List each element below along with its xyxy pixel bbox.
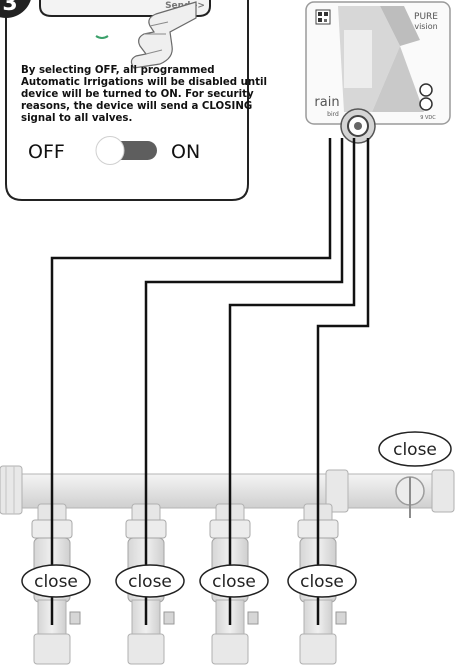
controller-device: PURE vision rain bird 9 VDC — [306, 2, 450, 143]
valve-callout-1: close — [22, 565, 90, 597]
valve-callout-2: close — [116, 565, 184, 597]
toggle-on-label: ON — [171, 141, 200, 163]
valve-callout-3: close — [200, 565, 268, 597]
logo-text: rain — [314, 95, 339, 110]
device-connector — [341, 109, 375, 143]
valve-callout-4: close — [288, 565, 356, 597]
valve-label-1: close — [34, 572, 78, 592]
wire-1 — [52, 138, 330, 625]
brand-line-1: PURE — [414, 12, 438, 22]
logo-subtext: bird — [327, 111, 339, 118]
note-line-1: By selecting OFF, all programmed — [21, 65, 215, 76]
phone-screen: 3 Send -> By selecting OFF, all programm… — [0, 0, 267, 200]
note-line-3: device will be turned to ON. For securit… — [21, 89, 254, 100]
step-number: 3 — [2, 0, 17, 16]
brand-line-2: vision — [414, 22, 437, 31]
device-button-1[interactable] — [420, 84, 432, 96]
note-line-2: Automatic Irrigations will be disabled u… — [21, 77, 267, 88]
valve-label-3: close — [212, 572, 256, 592]
voltage-label: 9 VDC — [420, 115, 436, 121]
note-line-4: reasons, the device will send a CLOSING — [21, 101, 252, 112]
main-valve-callout: close — [379, 432, 451, 466]
note-line-5: signal to all valves. — [21, 113, 132, 124]
valve-label-4: close — [300, 572, 344, 592]
toggle-off-label: OFF — [28, 141, 65, 163]
qr-code-icon — [316, 10, 330, 24]
main-valve-label: close — [393, 440, 437, 460]
valve-label-2: close — [128, 572, 172, 592]
main-ball-valve — [396, 477, 424, 518]
device-button-2[interactable] — [420, 98, 432, 110]
